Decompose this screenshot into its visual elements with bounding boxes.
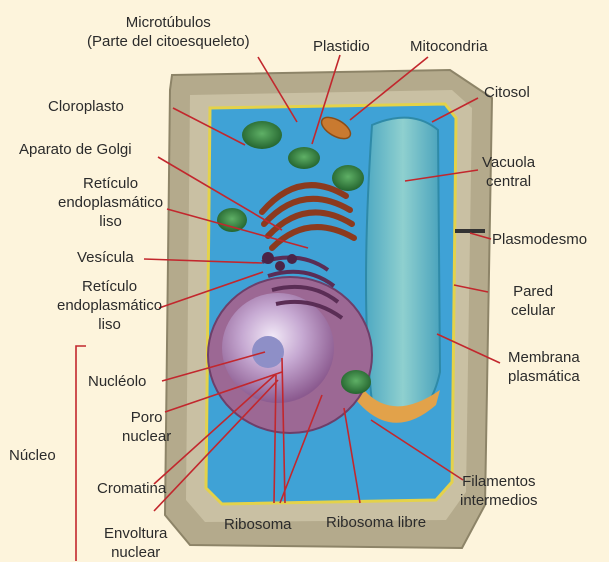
label-citosol: Citosol xyxy=(484,83,530,102)
label-envoltura-nuclear: Envoltura nuclear xyxy=(104,524,167,562)
label-plastidio: Plastidio xyxy=(313,37,370,56)
label-cloroplasto: Cloroplasto xyxy=(48,97,124,116)
plasmodesma xyxy=(455,229,485,233)
label-reticulo-liso-2: Retículo endoplasmático liso xyxy=(57,277,162,334)
label-mitocondria: Mitocondria xyxy=(410,37,488,56)
label-aparato-golgi: Aparato de Golgi xyxy=(19,140,132,159)
label-plasmodesmo: Plasmodesmo xyxy=(492,230,587,249)
label-nucleo: Núcleo xyxy=(9,446,56,465)
label-membrana-plasmatica: Membrana plasmática xyxy=(508,348,580,386)
label-ribosoma: Ribosoma xyxy=(224,515,292,534)
label-poro-nuclear: Poro nuclear xyxy=(122,408,171,446)
label-filamentos-intermedios: Filamentos intermedios xyxy=(460,472,538,510)
label-reticulo-liso-1: Retículo endoplasmático liso xyxy=(58,174,163,231)
label-cromatina: Cromatina xyxy=(97,479,166,498)
label-ribosoma-libre: Ribosoma libre xyxy=(326,513,426,532)
label-microtubulos: Microtúbulos (Parte del citoesqueleto) xyxy=(87,13,250,51)
label-vacuola-central: Vacuola central xyxy=(482,153,535,191)
label-vesicula: Vesícula xyxy=(77,248,134,267)
label-pared-celular: Pared celular xyxy=(511,282,555,320)
label-nucleolo: Nucléolo xyxy=(88,372,146,391)
